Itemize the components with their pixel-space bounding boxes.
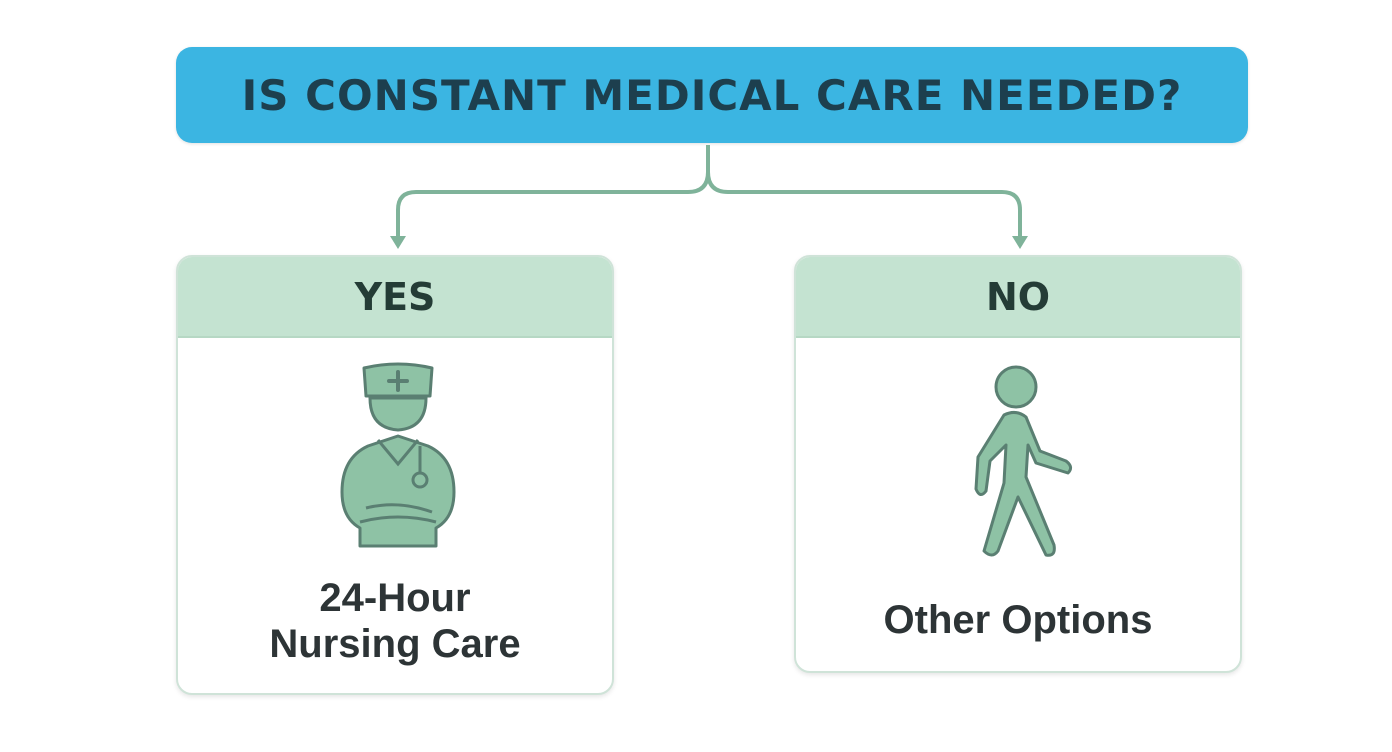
question-text: IS CONSTANT MEDICAL CARE NEEDED? (241, 70, 1183, 120)
yes-card: YES 24-Hour Nursing Care (176, 255, 614, 695)
walking-person-icon (974, 365, 1073, 557)
connector-stem (687, 145, 710, 194)
question-box: IS CONSTANT MEDICAL CARE NEEDED? (176, 47, 1248, 143)
arrowhead-right (1012, 236, 1028, 249)
nurse-icon (340, 362, 456, 548)
yes-outcome-line1: 24-Hour (319, 576, 471, 620)
yes-outcome-line2: Nursing Care (269, 622, 521, 666)
connector-left (396, 190, 688, 238)
yes-outcome-label: 24-Hour Nursing Care (178, 575, 612, 667)
no-card-header: NO (796, 257, 1240, 338)
connector-right (706, 171, 1022, 238)
no-card: NO Other Options (794, 255, 1242, 673)
no-outcome-label: Other Options (883, 598, 1153, 642)
arrowhead-left (390, 236, 406, 249)
yes-card-header: YES (178, 257, 612, 338)
